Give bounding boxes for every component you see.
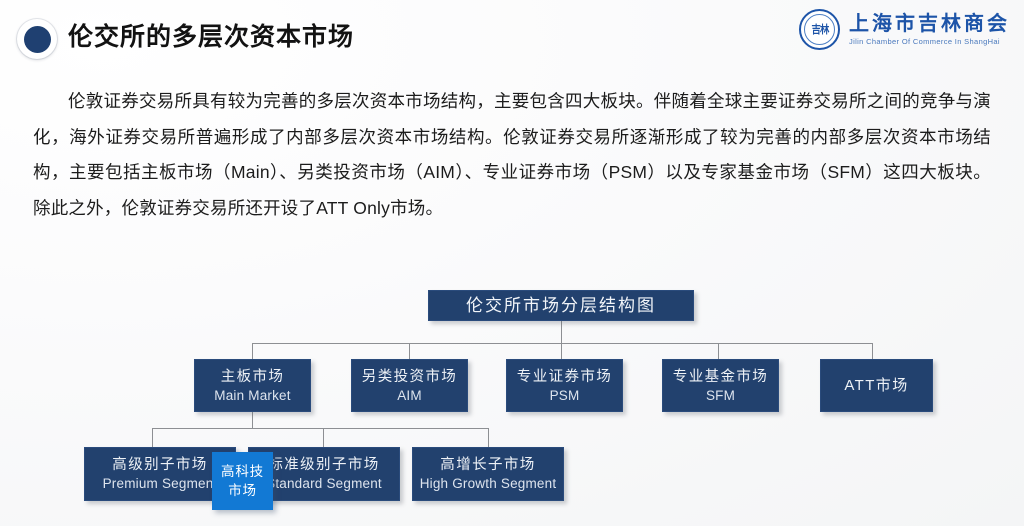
- node-label-cn: ATT市场: [844, 376, 909, 394]
- bullet-dot-inner: [23, 25, 51, 53]
- node-label-en: Main Market: [214, 387, 291, 403]
- slide-header: 伦交所的多层次资本市场 吉林 上海市吉林商会 Jilin Chamber Of …: [0, 0, 1024, 66]
- diagram-node-aim[interactable]: 另类投资市场 AIM: [351, 359, 468, 412]
- brand-names: 上海市吉林商会 Jilin Chamber Of Commerce In Sha…: [849, 13, 1010, 47]
- diagram-node-psm[interactable]: 专业证券市场 PSM: [506, 359, 623, 412]
- seal-text: 吉林: [811, 23, 829, 36]
- connector-level1-bus: [252, 343, 872, 344]
- node-label-cn: 高级别子市场: [112, 457, 208, 473]
- org-chart-diagram: 伦交所市场分层结构图 主板市场 Main Market 另类投资市场 AIM 专…: [0, 276, 1024, 526]
- connector-to-psm: [561, 343, 562, 360]
- brand-logo: 吉林 上海市吉林商会 Jilin Chamber Of Commerce In …: [799, 9, 1010, 50]
- node-label-cn: 标准级别子市场: [268, 457, 380, 473]
- connector-to-sfm: [718, 343, 719, 360]
- node-label-cn: 专业基金市场: [672, 368, 769, 385]
- node-label-en: High Growth Segment: [419, 476, 557, 491]
- connector-to-main: [252, 343, 253, 360]
- connector-to-aim: [409, 343, 410, 360]
- connector-to-standard: [323, 428, 324, 447]
- node-label-en: SFM: [705, 387, 736, 403]
- diagram-node-high-tech-market-highlighted[interactable]: 高科技 市场: [212, 452, 273, 510]
- node-label-cn: 伦交所市场分层结构图: [466, 295, 656, 315]
- node-label-cn: 专业证券市场: [516, 368, 613, 385]
- node-label-en: PSM: [549, 387, 580, 403]
- node-label-cn: 另类投资市场: [361, 368, 458, 385]
- connector-level2-bus: [152, 428, 488, 429]
- connector-to-premium: [152, 428, 153, 447]
- connector-main-down: [252, 412, 253, 428]
- filled-circle-bullet-icon: [17, 19, 57, 59]
- diagram-node-standard-segment[interactable]: 标准级别子市场 Standard Segment: [248, 447, 400, 501]
- diagram-node-root[interactable]: 伦交所市场分层结构图: [428, 290, 694, 321]
- diagram-node-main-market[interactable]: 主板市场 Main Market: [194, 359, 311, 412]
- chamber-seal-icon: 吉林: [799, 9, 840, 50]
- page-title: 伦交所的多层次资本市场: [68, 23, 355, 51]
- body-paragraph: 伦敦证券交易所具有较为完善的多层次资本市场结构，主要包含四大板块。伴随着全球主要…: [33, 91, 991, 218]
- connector-root-down: [561, 319, 562, 343]
- diagram-node-att-market[interactable]: ATT市场: [820, 359, 933, 412]
- node-label-cn-line1: 高科技: [221, 464, 264, 479]
- node-label-cn: 主板市场: [220, 368, 285, 385]
- node-label-cn-line2: 市场: [228, 483, 257, 498]
- brand-name-en: Jilin Chamber Of Commerce In ShangHai: [849, 36, 1000, 46]
- brand-name-cn: 上海市吉林商会: [849, 12, 1010, 35]
- node-label-en: Standard Segment: [266, 476, 382, 491]
- connector-to-highgrowth: [488, 428, 489, 447]
- diagram-node-sfm[interactable]: 专业基金市场 SFM: [662, 359, 779, 412]
- diagram-node-high-growth-segment[interactable]: 高增长子市场 High Growth Segment: [412, 447, 564, 501]
- diagram-node-premium-segment[interactable]: 高级别子市场 Premium Segment: [84, 447, 236, 501]
- node-label-en: Premium Segment: [102, 476, 218, 491]
- node-label-cn: 高增长子市场: [440, 457, 536, 473]
- connector-to-att: [872, 343, 873, 360]
- node-label-en: AIM: [397, 387, 422, 403]
